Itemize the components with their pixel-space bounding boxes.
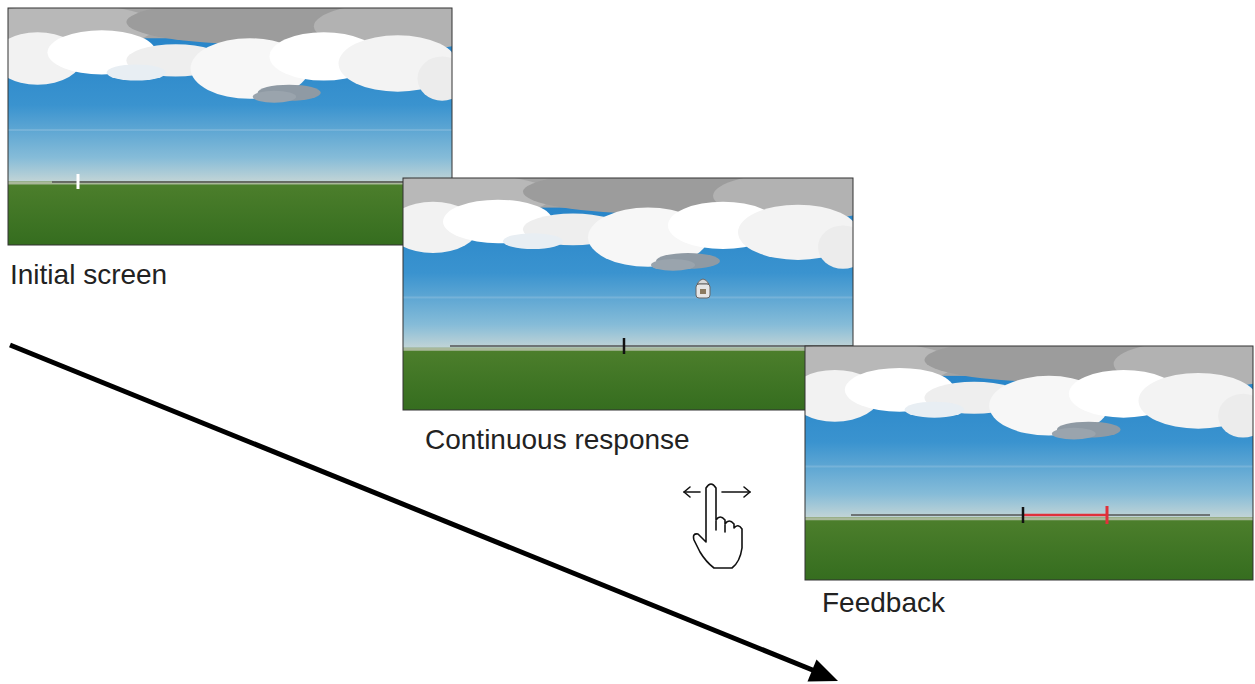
screen-panel: Feedback [805, 346, 1253, 636]
screen-panel: Initial screen [8, 8, 452, 298]
swipe-hand-icon [684, 484, 750, 568]
screen-caption: Feedback [822, 586, 945, 620]
screen-caption: Initial screen [10, 258, 167, 292]
arrow-head [808, 659, 839, 681]
screen-panel: Continuous response [403, 178, 853, 468]
screen-caption: Continuous response [425, 423, 690, 457]
falling-object [696, 279, 710, 298]
feedback-screen [775, 338, 1255, 580]
